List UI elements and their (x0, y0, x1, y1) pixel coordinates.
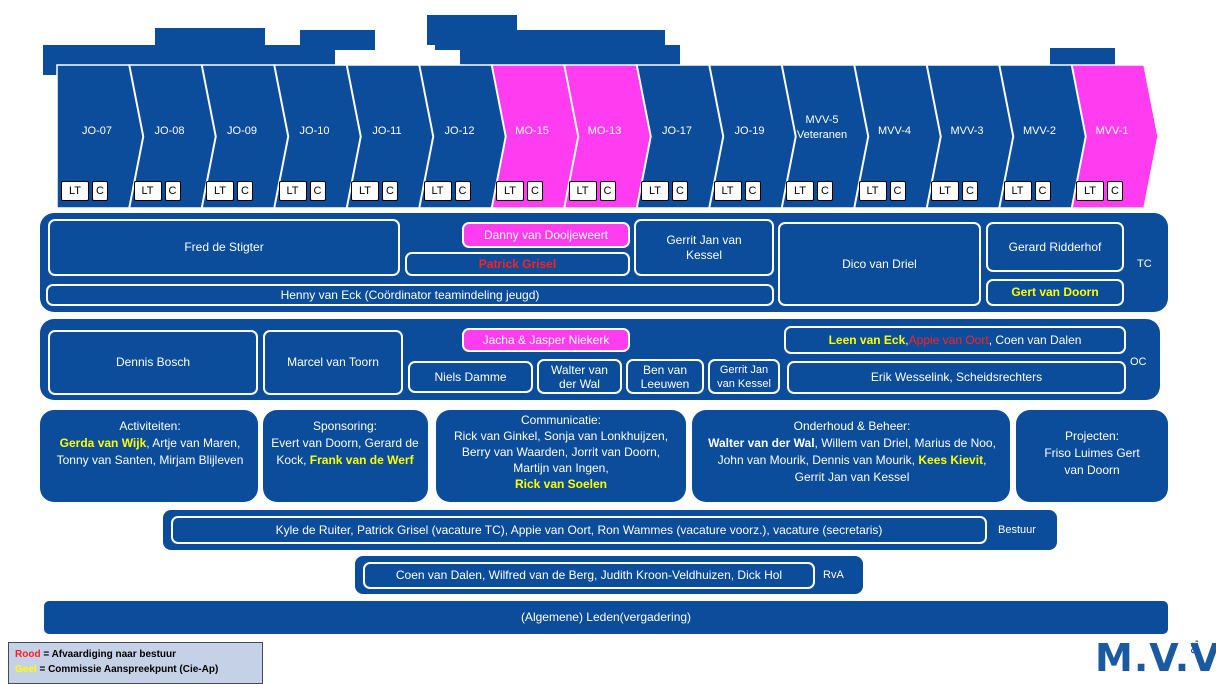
oc-jacha: Jacha & Jasper Niekerk (462, 328, 630, 352)
oc-walter: Walter van der Wal (537, 359, 622, 394)
comm-activiteiten-text: Activiteiten: Gerda van Wijk, Artje van … (56, 419, 244, 467)
rva-members: Coen van Dalen, Wilfred van de Berg, Jud… (363, 562, 815, 589)
team-label: MVV-4 (877, 125, 911, 137)
lt-box: LT (133, 181, 162, 201)
bestuur-label: Bestuur (998, 524, 1036, 536)
c-box: C (309, 181, 326, 201)
comm-projecten (1016, 410, 1168, 502)
comm-projecten-text: Projecten: Friso Luimes Gert van Doorn (1044, 429, 1140, 477)
c-box: C (1107, 181, 1123, 201)
c-box: C (817, 181, 833, 201)
c-box: C (599, 181, 616, 201)
comm-sponsoring-text: Sponsoring: Evert van Doorn, Gerard de K… (271, 419, 419, 467)
lt-box: LT (496, 181, 524, 201)
tc-henny: Henny van Eck (Coördinator teamindeling … (46, 284, 774, 306)
oc-gerrit: Gerrit Jan van Kessel (708, 359, 780, 394)
team-label: JO-07 (82, 125, 112, 137)
oc-marcel: Marcel van Toorn (263, 330, 403, 395)
legend: Rood = Afvaardiging naar bestuur Geel = … (8, 642, 263, 684)
team-label: JO-09 (227, 125, 257, 137)
comm-communicatie (436, 410, 686, 502)
oc-leen-2: , (905, 332, 909, 347)
oc-niels: Niels Damme (408, 361, 533, 393)
tc-patrick: Patrick Grisel (405, 252, 630, 276)
c-box: C (962, 181, 978, 201)
lt-box: LT (641, 181, 669, 201)
oc-leen-1: Leen van Eck (828, 332, 906, 347)
team-label: MVV-1 (1095, 125, 1129, 137)
lt-box: LT (713, 181, 742, 201)
lt-box: LT (568, 181, 597, 201)
team-label: JO-10 (299, 125, 330, 137)
tc-danny: Danny van Dooijeweert (462, 222, 630, 248)
lt-box: LT (1003, 181, 1032, 201)
c-box: C (672, 181, 688, 201)
c-box: C (237, 181, 253, 201)
c-box: C (527, 181, 543, 201)
stack-block (1050, 48, 1115, 68)
team-label: MO-13 (587, 125, 622, 137)
lt-box: LT (61, 181, 89, 201)
rva-label: RvA (823, 569, 844, 581)
lt-box: LT (351, 181, 379, 201)
team-label: JO-19 (734, 125, 765, 137)
team-label: JO-17 (662, 125, 692, 137)
team-label: JO-11 (372, 125, 402, 137)
tc-gerrit: Gerrit Jan van Kessel (634, 219, 774, 276)
legend-red-key: Rood (15, 649, 41, 660)
tc-fred: Fred de Stigter (48, 219, 400, 276)
oc-ben: Ben van Leeuwen (626, 359, 704, 394)
oc-leen-3: Appie van Oort (908, 332, 989, 347)
oc-leen-4: , Coen van Dalen (988, 332, 1082, 347)
c-box: C (454, 181, 471, 201)
stack-block (155, 28, 265, 48)
team-label: MO-15 (515, 125, 549, 137)
team-label: JO-08 (154, 125, 185, 137)
oc-erik: Erik Wesselink, Scheidsrechters (787, 361, 1126, 394)
lt-box: LT (858, 181, 887, 201)
c-box: C (889, 181, 906, 201)
tc-gert: Gert van Doorn (986, 279, 1124, 306)
lt-box: LT (931, 181, 959, 201)
stack-block (170, 45, 335, 65)
comm-onderhoud (692, 410, 1010, 502)
oc-dennis: Dennis Bosch (48, 330, 258, 395)
mvv-logo-year: '58 (1188, 640, 1199, 654)
leden-bar (44, 601, 1168, 634)
lt-box: LT (206, 181, 234, 201)
team-label: MVV-2 (1022, 125, 1056, 137)
bestuur-members: Kyle de Ruiter, Patrick Grisel (vacature… (171, 516, 987, 544)
tc-dico: Dico van Driel (778, 222, 981, 306)
comm-activiteiten (40, 410, 258, 502)
legend-yellow-key: Geel (15, 664, 37, 675)
c-box: C (92, 181, 108, 201)
comm-onderhoud-text: Onderhoud & Beheer: Walter van der Wal, … (708, 419, 996, 484)
lt-box: LT (1076, 181, 1104, 201)
team-label: MVV-3 (950, 125, 984, 137)
legend-yellow-text: = Commissie Aanspreekpunt (Cie-Ap) (36, 664, 219, 675)
team-chevrons (56, 64, 1159, 209)
mvv-logo: M.V.V. (1095, 636, 1216, 680)
leden-label: (Algemene) Leden(vergadering) (520, 610, 692, 624)
c-box: C (744, 181, 761, 201)
lt-box: LT (278, 181, 307, 201)
oc-leen: Leen van Eck, Appie van Oort, Coen van D… (784, 326, 1126, 354)
stack-block (300, 30, 375, 50)
c-box: C (164, 181, 181, 201)
tc-side-label: TC (1137, 258, 1152, 270)
comm-sponsoring (263, 410, 428, 502)
c-box: C (1034, 181, 1051, 201)
team-label: JO-12 (444, 125, 475, 137)
oc-side-label: OC (1130, 356, 1147, 368)
comm-communicatie-text: Communicatie: Rick van Ginkel, Sonja van… (453, 413, 669, 491)
legend-red-text: = Afvaardiging naar bestuur (40, 649, 177, 660)
lt-box: LT (423, 181, 452, 201)
team-chevron-mvv-1 (1071, 64, 1159, 209)
stack-block (460, 45, 680, 65)
lt-box: LT (786, 181, 814, 201)
c-box: C (382, 181, 398, 201)
tc-gerard: Gerard Ridderhof (986, 222, 1124, 272)
